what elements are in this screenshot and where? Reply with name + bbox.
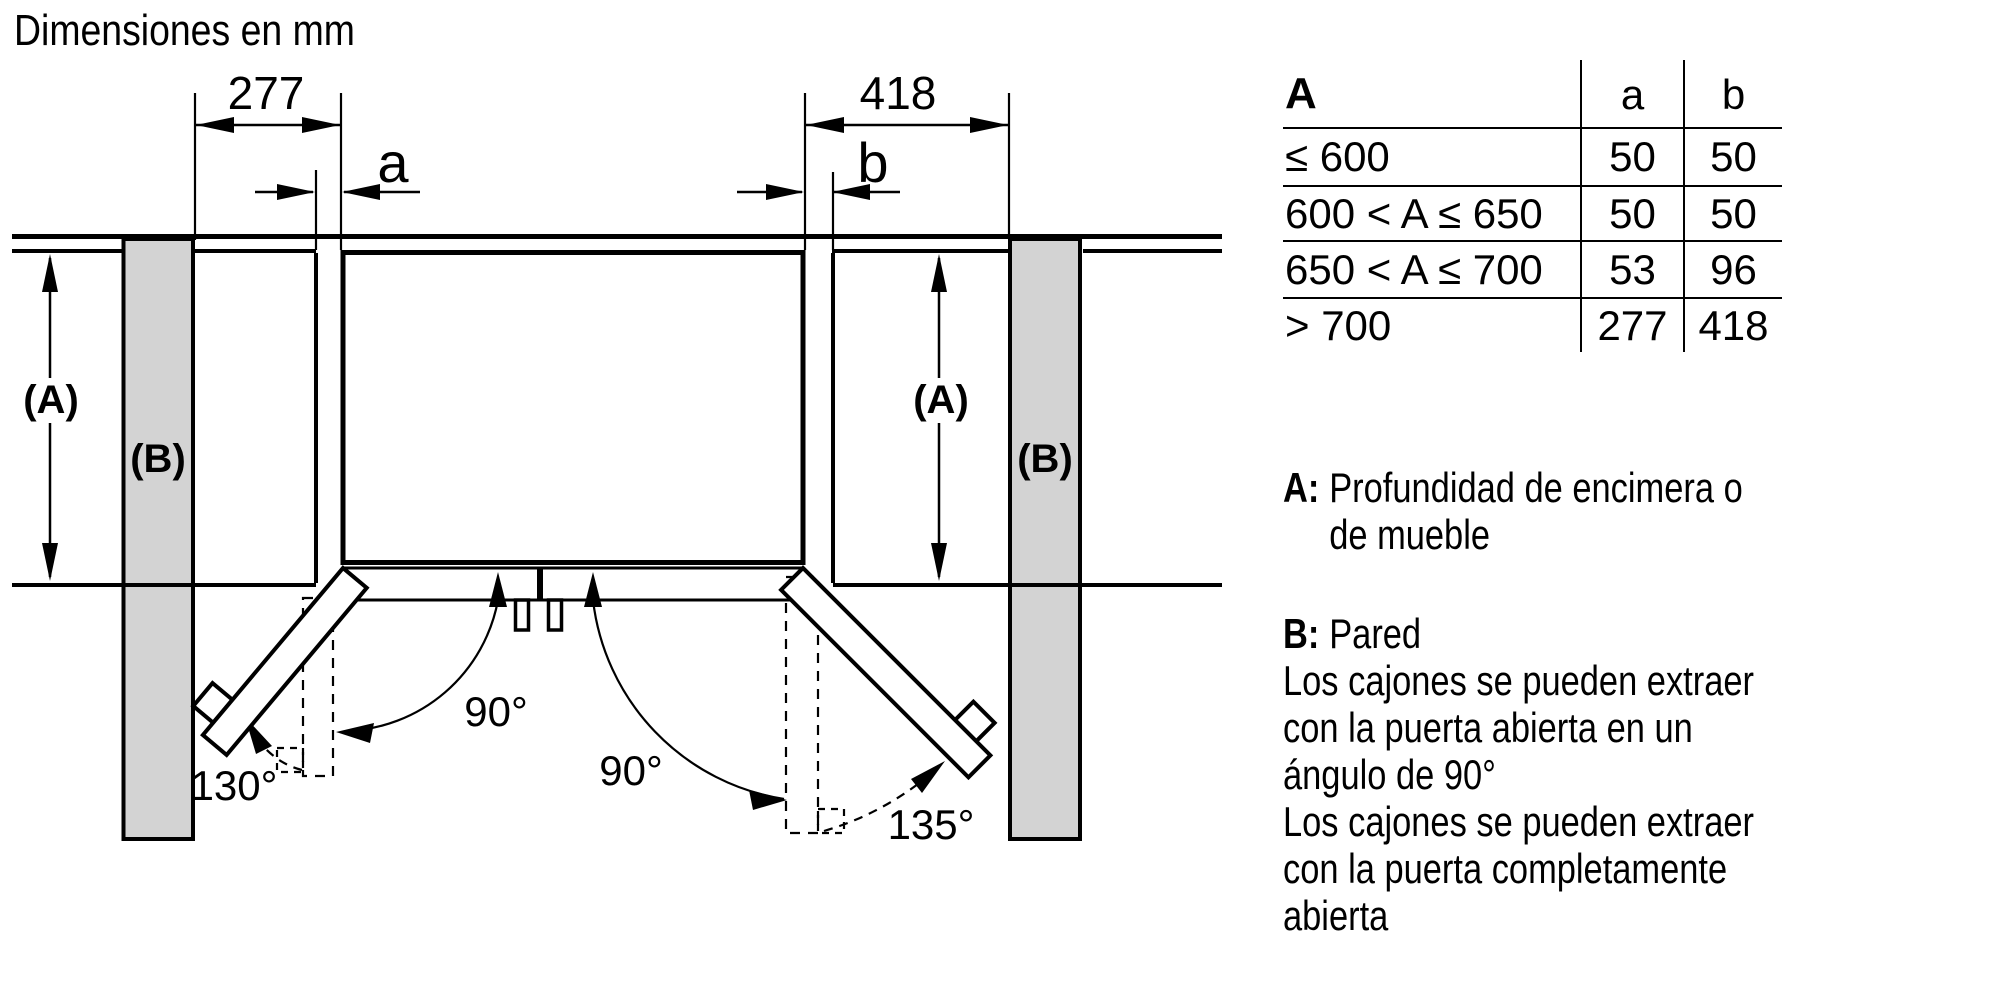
wall-label-left: (B) [130,437,186,481]
angle-90-left-label: 90° [464,688,528,735]
page-title: Dimensiones en mm [14,6,355,55]
legend-depth: A: Profundidad de encimera o de mueble [1283,464,1743,558]
wall-left [121,237,195,841]
legend-wall: B: Pared [1283,610,1421,657]
dimension-b [737,184,900,200]
legend-notes: Los cajones se pueden extraer con la pue… [1283,657,1755,939]
legend-depth-text: Profundidad de encimera o de mueble [1329,464,1743,558]
legend-depth-key: A: [1283,464,1320,511]
door-stop-right [546,598,564,632]
table-header-a: a [1580,60,1683,127]
dimension-418 [806,117,1008,133]
top-view-diagram [12,93,1222,841]
angle-135-label: 135° [887,801,975,848]
door-right-open-135 [778,565,998,781]
swing-arc-90-left [336,572,507,743]
appliance-body [340,250,806,565]
table-row-range: > 700 [1283,297,1580,352]
dimension-a [255,184,420,200]
door-right-90deg-ghost [784,575,846,835]
doors-closed [341,566,805,602]
wall-right [1008,237,1082,841]
angle-130-label: 130° [190,762,278,809]
door-left-open-130 [190,565,370,758]
angle-90-right-label: 90° [599,747,663,794]
table-row-b: 50 [1683,127,1782,185]
table-row-range: ≤ 600 [1283,127,1580,185]
table-row-b: 50 [1683,185,1782,240]
table-header-A: A [1285,69,1317,118]
extension-lines [193,93,1011,250]
table-row-a: 50 [1580,185,1683,240]
dim-a-label: a [377,131,409,194]
table-row-range: 600 < A ≤ 650 [1283,185,1580,240]
swing-arc-135 [823,761,945,833]
wall-label-right: (B) [1017,437,1073,481]
dim-418-label: 418 [859,67,937,119]
dim-277-label: 277 [227,67,305,119]
dimension-277 [196,117,340,133]
door-stop-left [513,598,531,632]
table-row-range: 650 < A ≤ 700 [1283,240,1580,297]
table-row-b: 418 [1683,297,1782,352]
legend-wall-key: B: [1283,610,1320,657]
depth-label-left: (A) [6,378,96,423]
clearance-table: A a b ≤ 600 50 50 600 < A ≤ 650 50 50 65… [1283,60,1782,352]
table-header-b: b [1683,60,1782,127]
door-left-90deg-ghost [275,596,335,778]
swing-arc-90-right [584,572,787,810]
table-row-a: 50 [1580,127,1683,185]
legend-wall-text: Pared [1329,610,1422,657]
depth-label-right: (A) [896,378,986,423]
table-row-b: 96 [1683,240,1782,297]
dim-b-label: b [857,131,889,194]
table-row-a: 277 [1580,297,1683,352]
table-row-a: 53 [1580,240,1683,297]
